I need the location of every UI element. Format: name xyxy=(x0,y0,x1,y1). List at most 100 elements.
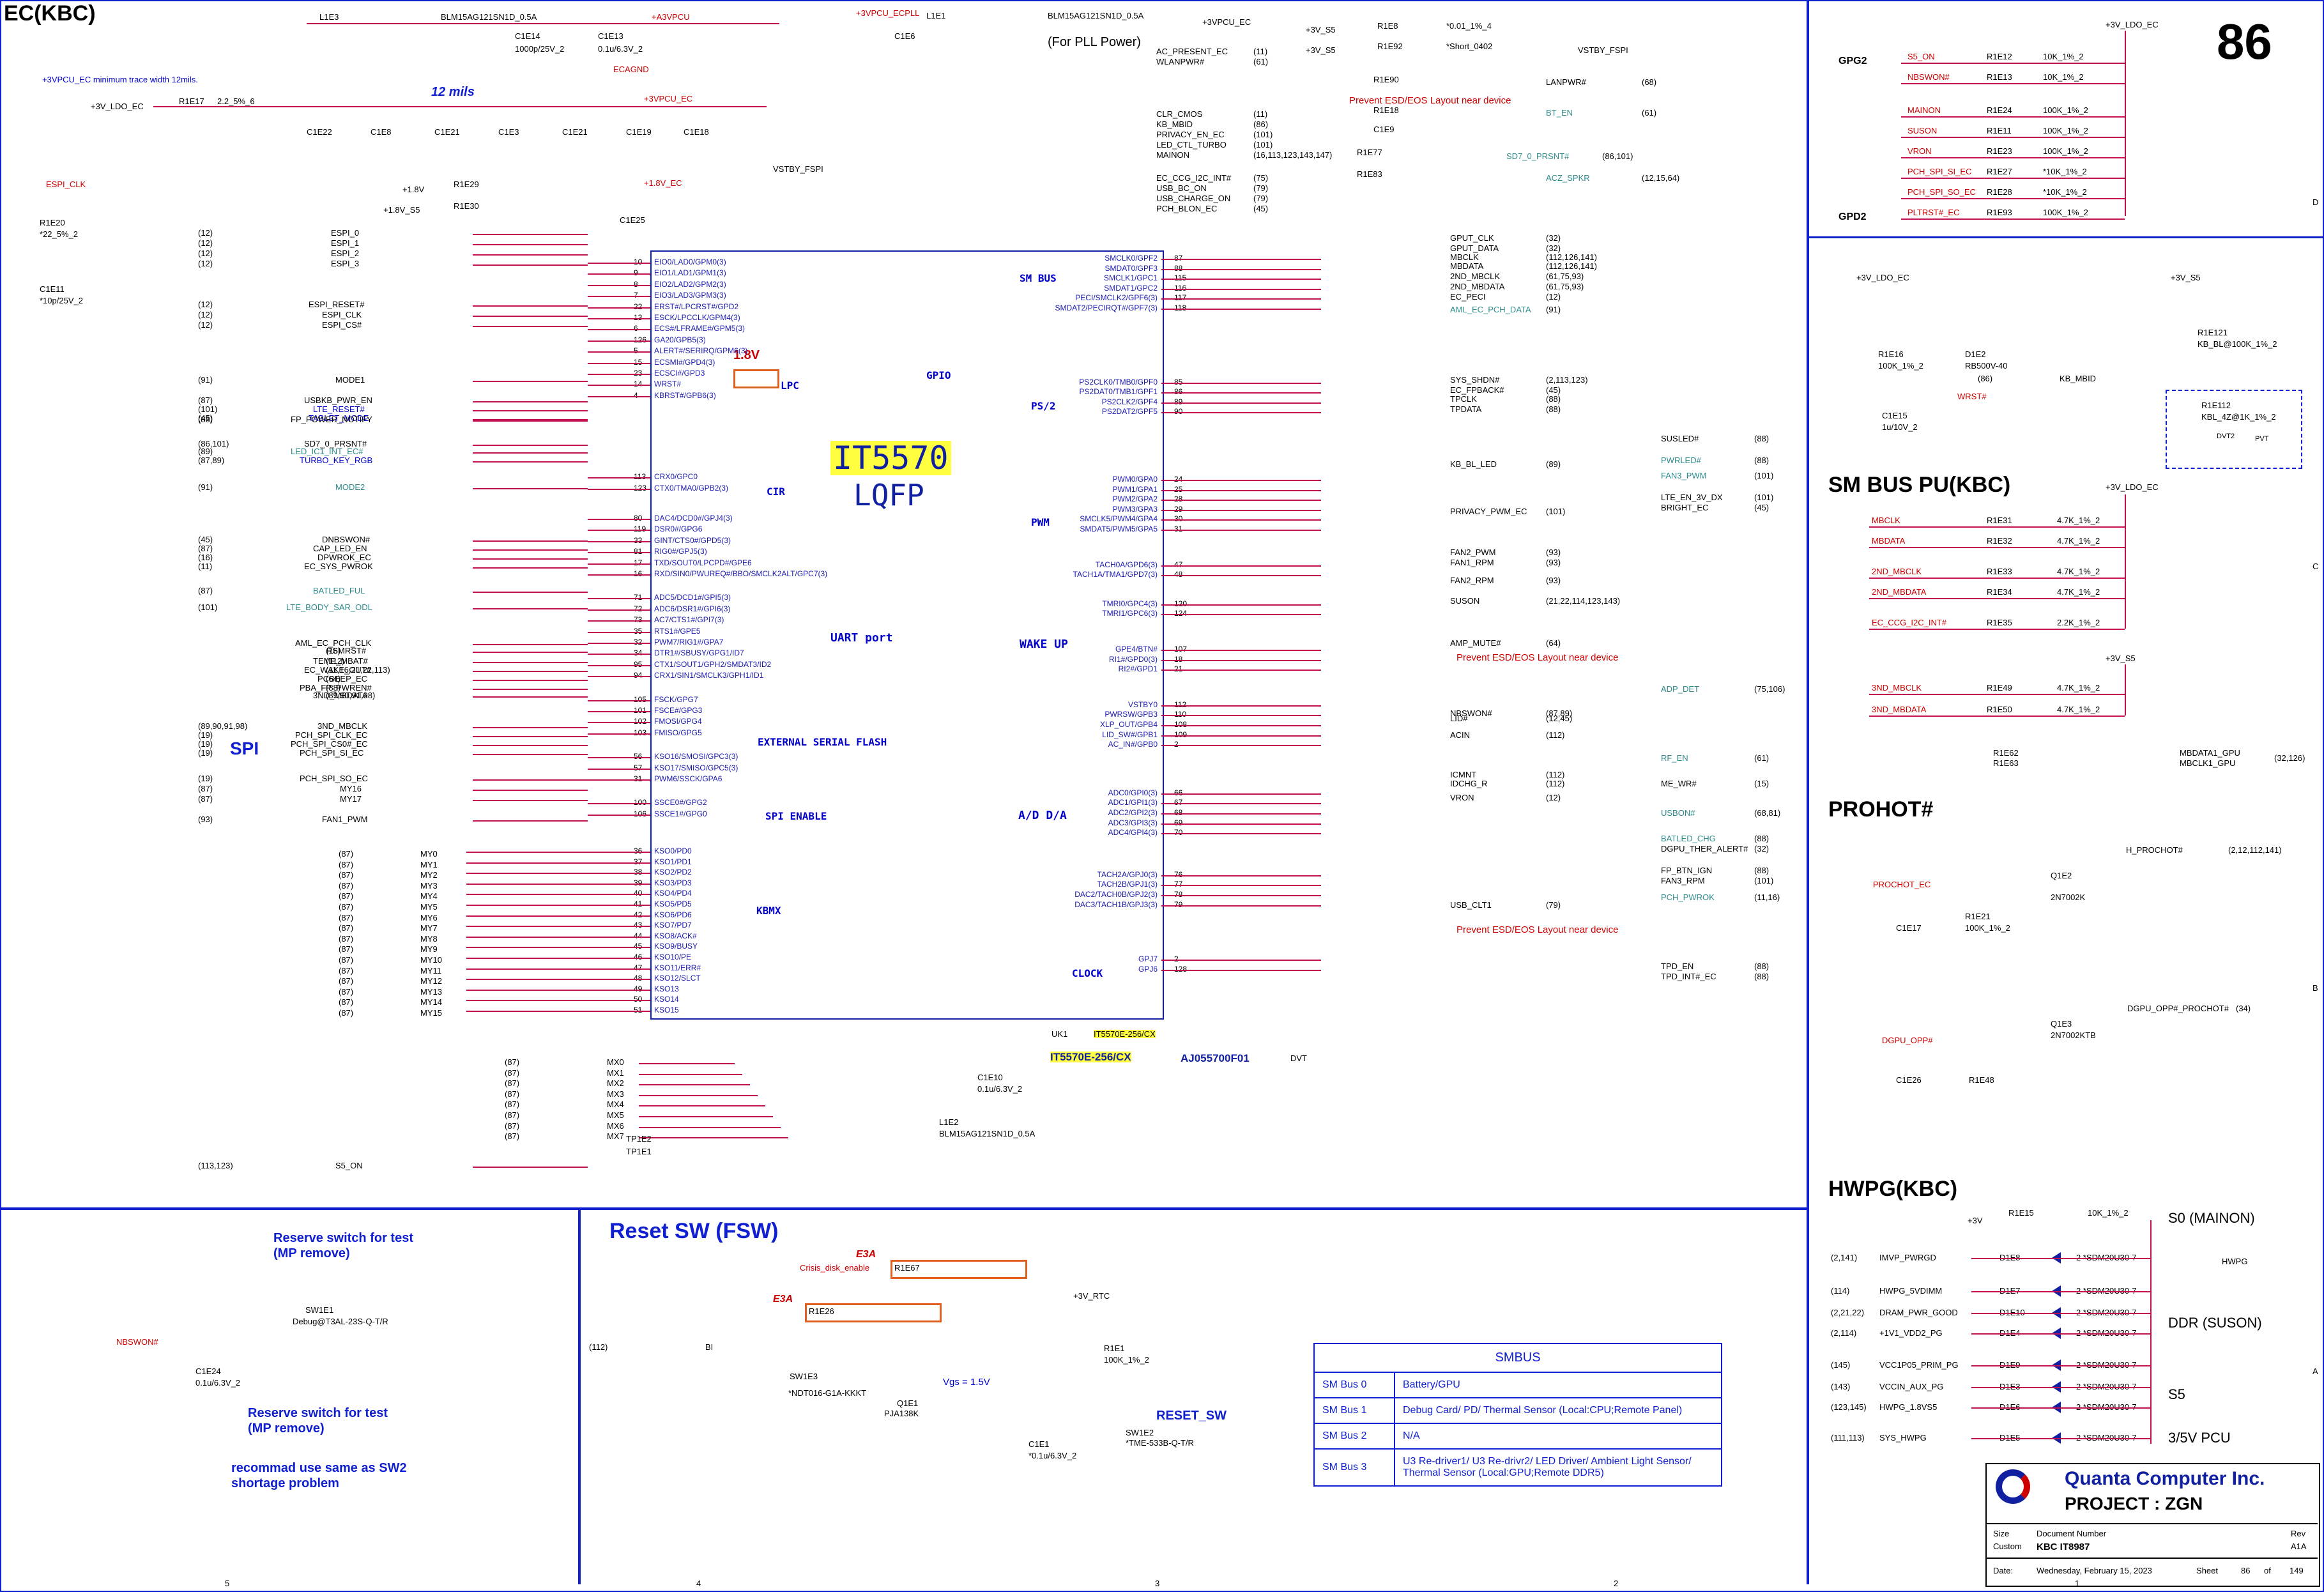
chip-left-pin-wire xyxy=(588,700,650,701)
hwpg-wire xyxy=(1971,1333,2150,1335)
chip-left-pin-num: 31 xyxy=(634,774,643,783)
chip-right-pin-wire xyxy=(1161,575,1321,576)
block-smbus: SM BUS xyxy=(1020,272,1057,284)
R1E67-label: R1E67 xyxy=(894,1263,920,1273)
chip-kso-pin-name: KSO9/BUSY xyxy=(654,942,698,951)
left-signal-wire xyxy=(473,305,588,307)
chip-left-pin-name: EIO0/LAD0/GPM0(3) xyxy=(654,257,726,266)
keyboard-row-ref: (87) xyxy=(339,913,354,922)
R1E48-label: R1E48 xyxy=(1969,1075,1994,1085)
chip-right-pin-wire xyxy=(1161,793,1321,795)
R1E121-val: KB_BL@100K_1%_2 xyxy=(2198,339,2277,349)
keyboard-col-ref: (87) xyxy=(505,1110,520,1120)
chip-right-pin-num: 112 xyxy=(1174,700,1187,709)
chip-left-pin-wire xyxy=(588,519,650,520)
chip-right-pin-num: 85 xyxy=(1174,378,1183,387)
R1E8-label: R1E8 xyxy=(1377,21,1398,31)
left-signal-net: ESPI_CS# xyxy=(322,320,362,330)
gpg-res-val: 100K_1%_2 xyxy=(2043,146,2088,156)
keyboard-row-ref: (87) xyxy=(339,923,354,933)
right-signal-ref: (64) xyxy=(1546,638,1561,648)
chip-right-pin-wire xyxy=(1161,885,1321,886)
right-signal-net: GPUT_CLK xyxy=(1450,233,1494,243)
right-signal-ref: (61,75,93) xyxy=(1546,272,1584,281)
chip-right-pin-num: 86 xyxy=(1174,387,1183,396)
bi-label: BI xyxy=(705,1342,714,1352)
border-num-1: 1 xyxy=(2075,1579,2080,1588)
left-signal-net: ESPI_RESET# xyxy=(309,300,365,309)
block-lpc: LPC xyxy=(781,379,799,392)
chip-left-pin-wire xyxy=(588,803,650,804)
tb-docnum: KBC IT8987 xyxy=(2037,1542,2090,1552)
border-num-2: 2 xyxy=(1614,1579,1619,1588)
left-signal-ref: (89,90,91,98) xyxy=(326,691,376,700)
left-signal-ref: (12) xyxy=(198,228,213,238)
smbus-bus-2: SM Bus 2 xyxy=(1313,1423,1395,1450)
gpd2-label: GPD2 xyxy=(1839,211,1867,222)
chip-right-pin-wire xyxy=(1161,604,1321,606)
chip-right-pin-num: 89 xyxy=(1174,397,1183,406)
left-signal-ref: (101) xyxy=(198,404,218,414)
chip-kso-pin-num: 51 xyxy=(634,1006,643,1014)
R1E62-label: R1E62 xyxy=(1993,748,2019,758)
chip-left-pin-num: 56 xyxy=(634,752,643,761)
right-signal-net: EC_FPBACK# xyxy=(1450,385,1504,395)
chip-left-pin-num: 119 xyxy=(634,524,646,533)
chip-kso-pin-wire xyxy=(466,894,650,895)
group-35: 3/5V PCU xyxy=(2168,1430,2231,1446)
right-signal-ref: (101) xyxy=(1546,507,1566,516)
hwpg-diode-part: 2 *SDM20U30-7 xyxy=(2076,1328,2137,1338)
left-signal-wire xyxy=(473,410,588,411)
chip-kso-pin-num: 48 xyxy=(634,974,643,983)
chip-kso-pin-wire xyxy=(466,915,650,917)
gpg-net: PLTRST#_EC xyxy=(1907,208,1960,217)
C1E1-val: *0.1u/6.3V_2 xyxy=(1028,1451,1077,1460)
keyboard-col-wire xyxy=(639,1116,773,1117)
right-signal-ref: (91) xyxy=(1546,305,1561,314)
chip-left-pin-wire xyxy=(588,477,650,478)
L1E2-val: BLM15AG121SN1D_0.5A xyxy=(939,1129,1036,1138)
chip-kso-pin-name: KSO1/PD1 xyxy=(654,857,692,866)
hwpg-net: HWPG_1.8VS5 xyxy=(1879,1402,1938,1412)
hwpg-diode-part: 2 *SDM20U30-7 xyxy=(2076,1253,2137,1262)
sw1e1-val: Debug@T3AL-23S-Q-T/R xyxy=(293,1317,388,1326)
keyboard-row-ref: (87) xyxy=(339,870,354,880)
chip-left-pin-name: ERST#/LPCRST#/GPD2 xyxy=(654,302,739,311)
right-signal-net: SUSON xyxy=(1450,596,1480,606)
chip-right-pin-name: ADC4/GPI4(3) xyxy=(1108,828,1158,837)
D1E2-ref: (86) xyxy=(1978,374,1993,383)
divider-bottom-left xyxy=(578,1207,581,1584)
top-signal-net: USB_CHARGE_ON xyxy=(1156,194,1231,203)
gpg-net: PCH_SPI_SI_EC xyxy=(1907,167,1972,176)
smbus-pu-ref: R1E35 xyxy=(1987,618,2012,627)
gpg-res-ref: R1E11 xyxy=(1987,126,2012,135)
hwpg-net: VCC1P05_PRIM_PG xyxy=(1879,1360,1959,1370)
left-signal-wire xyxy=(473,671,588,672)
chip-left-pin-name: ECSMI#/GPD4(3) xyxy=(654,358,715,367)
top-signal-ref: (79) xyxy=(1253,194,1269,203)
C1E3-label: C1E3 xyxy=(498,127,519,137)
hwpg-ref: (2,21,22) xyxy=(1831,1308,1865,1317)
right-signal-net: AMP_MUTE# xyxy=(1450,638,1501,648)
keyboard-col-ref: (87) xyxy=(505,1068,520,1078)
chip-left-pin-wire xyxy=(588,541,650,542)
left-signal-net: PCH_SPI_SI_EC xyxy=(300,748,364,758)
keyboard-row-net: MY4 xyxy=(420,891,438,901)
R1E21-label: R1E21 xyxy=(1965,912,1991,921)
smbus-pu-wire xyxy=(1869,629,2125,630)
chip-right-pin-name: PS2CLK2/GPF4 xyxy=(1101,397,1158,406)
right-signal-ref: (93) xyxy=(1546,558,1561,567)
hwpg-wire xyxy=(1971,1313,2150,1314)
chip-left-pin-wire xyxy=(588,643,650,644)
chip-left-pin-num: 10 xyxy=(634,257,643,266)
chip-right-pin-name: TMRI0/GPC4(3) xyxy=(1102,599,1158,608)
keyboard-row-net: MY8 xyxy=(420,934,438,944)
smbus-pu2-wire xyxy=(1869,716,2125,717)
nbswon-net: NBSWON# xyxy=(116,1337,158,1347)
right-signal-ref: (68,81) xyxy=(1754,808,1781,818)
chip-right-pin-wire xyxy=(1161,735,1321,737)
chip-left-pin-wire xyxy=(588,609,650,611)
chip-left-pin-wire xyxy=(588,351,650,353)
right-signal-net: PCH_PWROK xyxy=(1661,892,1715,902)
chip-left-pin-wire xyxy=(588,654,650,655)
